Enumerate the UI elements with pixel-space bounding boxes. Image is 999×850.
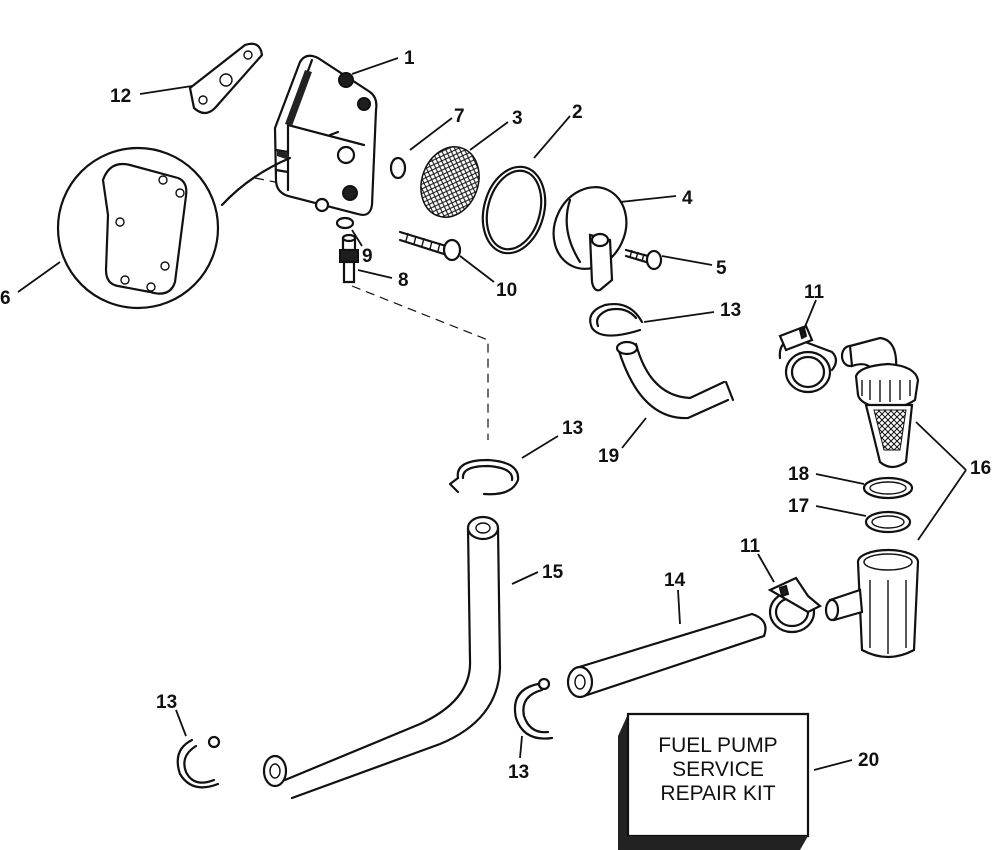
clamp-13-lower-middle	[513, 677, 554, 740]
clamp-13-lower-left	[176, 735, 221, 789]
callout-6: 6	[0, 288, 11, 309]
callout-17: 17	[788, 496, 809, 517]
callout-13-middle: 13	[562, 418, 583, 439]
screw-5	[624, 248, 663, 271]
clamp-11-upper	[778, 324, 838, 394]
o-ring-7	[389, 156, 407, 180]
callout-1: 1	[404, 48, 415, 69]
callout-8: 8	[398, 270, 409, 291]
screw-10	[398, 230, 462, 262]
gasket-detail-6	[56, 146, 220, 310]
fuel-pump-body-1	[273, 54, 378, 217]
filter-bowl-16-lower	[824, 548, 920, 659]
callout-3: 3	[512, 108, 523, 129]
callout-numbers: 1 2 3 4 5 6 7 8 9 10 11 11 12 13 13 13 1…	[0, 48, 991, 783]
callout-11-lower: 11	[740, 536, 761, 557]
callout-11-upper: 11	[804, 282, 825, 303]
callout-14: 14	[664, 570, 686, 591]
service-repair-kit-20: FUEL PUMP SERVICE REPAIR KIT	[618, 712, 810, 850]
cover-4	[552, 186, 628, 292]
clamp-13-middle	[448, 458, 520, 496]
hose-19	[615, 340, 735, 420]
callout-9: 9	[362, 246, 373, 267]
callout-4: 4	[682, 188, 693, 209]
callout-2: 2	[572, 102, 583, 123]
clamp-11-lower	[767, 576, 822, 634]
diaphragm-2	[481, 165, 547, 255]
filter-assembly-16-upper	[840, 336, 920, 469]
callout-19: 19	[598, 446, 619, 467]
callout-13-lower-middle: 13	[508, 762, 529, 783]
detail-connector-dash	[254, 177, 276, 183]
o-ring-9	[335, 216, 355, 230]
kit-label-line2: SERVICE	[672, 758, 764, 781]
gasket-12	[188, 42, 264, 115]
callout-18: 18	[788, 464, 809, 485]
fitting-8	[339, 233, 359, 284]
leader-lines	[17, 57, 967, 771]
detail-connector-line	[220, 156, 292, 207]
callout-10: 10	[496, 280, 517, 301]
hose-14	[566, 612, 767, 699]
callout-13-upper: 13	[720, 300, 741, 321]
callout-13-lower-left: 13	[156, 692, 177, 713]
callout-5: 5	[716, 258, 727, 279]
hose-15	[262, 515, 502, 800]
screen-3	[420, 146, 480, 218]
callout-20: 20	[858, 750, 879, 771]
gasket-17	[864, 510, 912, 534]
clamp-13-upper	[589, 303, 644, 337]
callout-12: 12	[110, 86, 131, 107]
callout-7: 7	[454, 106, 465, 127]
alignment-line	[351, 285, 489, 440]
o-ring-18	[862, 476, 914, 500]
kit-label-line1: FUEL PUMP	[658, 734, 777, 757]
kit-label-line3: REPAIR KIT	[660, 782, 775, 805]
callout-15: 15	[542, 562, 564, 583]
callout-16: 16	[970, 458, 991, 479]
